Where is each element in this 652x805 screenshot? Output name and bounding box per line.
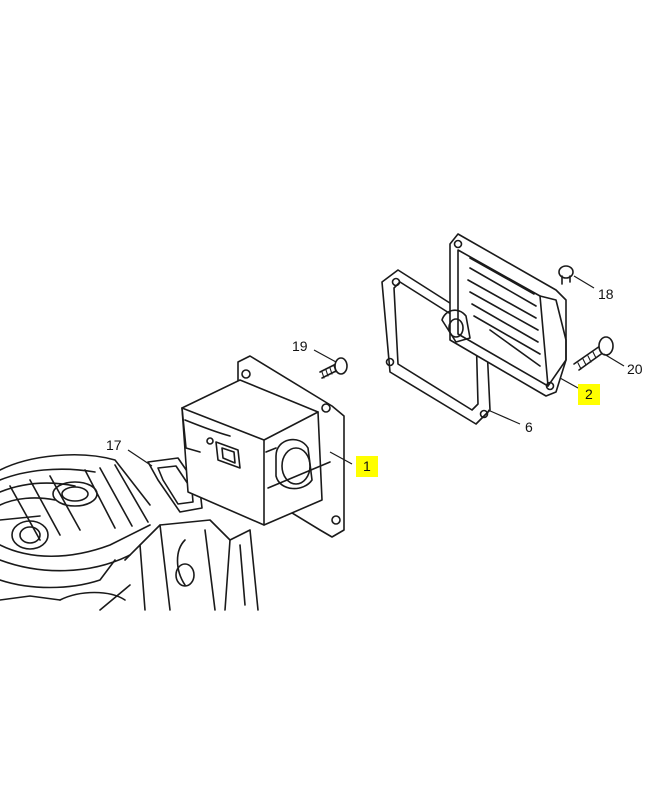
callout-6: 6 bbox=[525, 419, 533, 435]
leader-1 bbox=[329, 451, 353, 465]
leader-19 bbox=[313, 349, 337, 363]
screw-20 bbox=[573, 336, 614, 371]
leader-17 bbox=[127, 449, 153, 467]
leader-2 bbox=[559, 377, 579, 389]
gasket-17 bbox=[147, 457, 203, 513]
callout-2: 2 bbox=[578, 384, 600, 405]
leader-20 bbox=[603, 353, 625, 367]
callout-20: 20 bbox=[627, 361, 643, 377]
screw-18 bbox=[558, 265, 574, 285]
leader-6 bbox=[487, 409, 521, 425]
engine-cylinder bbox=[0, 454, 259, 611]
leader-18 bbox=[573, 275, 595, 289]
muffler-cover-2 bbox=[441, 233, 567, 397]
callout-18: 18 bbox=[598, 286, 614, 302]
callout-17: 17 bbox=[106, 437, 122, 453]
callout-19: 19 bbox=[292, 338, 308, 354]
callout-1: 1 bbox=[356, 456, 378, 477]
screw-19 bbox=[319, 357, 348, 379]
gasket-6 bbox=[381, 269, 491, 425]
muffler-body-1 bbox=[181, 355, 345, 538]
